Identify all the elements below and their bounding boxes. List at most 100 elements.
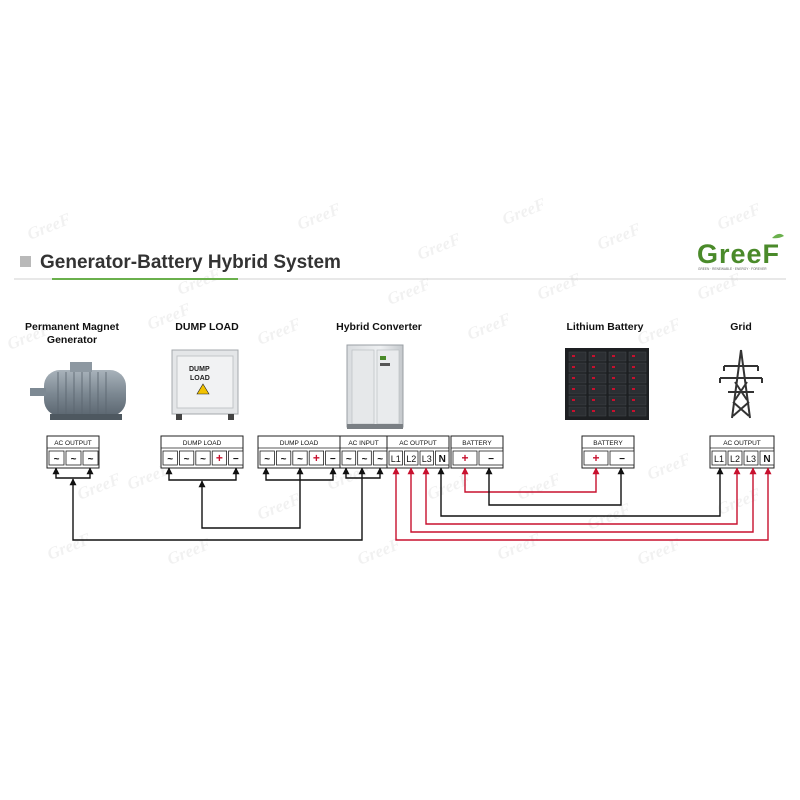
terminal-dump-load-0 xyxy=(162,450,178,466)
wire-dumpload-b xyxy=(198,467,304,529)
logo-tagline: GREEN · RENEWABLE · ENERGY · FOREVER xyxy=(698,267,767,271)
transmission-tower-icon xyxy=(719,349,763,419)
battery-module xyxy=(628,384,647,395)
terminal-label: + xyxy=(461,451,468,465)
battery-module xyxy=(568,351,587,362)
terminal-conv-ac-output-3 xyxy=(435,450,450,466)
logo-leaf-icon xyxy=(772,233,784,239)
page-title: Generator-Battery Hybrid System xyxy=(40,252,341,273)
terminal-conv-ac-output-2 xyxy=(419,450,434,466)
terminal-label: − xyxy=(488,454,494,465)
terminal-block-conv-ac-input: AC INPUT~~~ xyxy=(339,435,388,469)
dump-load-panel-text-2: LOAD xyxy=(190,375,210,382)
battery-module xyxy=(608,373,627,384)
terminal-block-gen-ac-output: AC OUTPUT~~~ xyxy=(46,435,100,469)
wiring xyxy=(52,467,772,541)
battery-module-led xyxy=(632,399,635,401)
wire-battery-positive xyxy=(461,467,600,493)
watermark-text: GreeF xyxy=(74,469,124,504)
terminal-block-label: DUMP LOAD xyxy=(280,440,319,447)
battery-module-led xyxy=(612,410,615,412)
wire-dumpload-a xyxy=(165,467,240,481)
battery-module xyxy=(608,362,627,373)
hybrid-converter-cabinet-icon xyxy=(346,344,404,429)
terminal-label: ~ xyxy=(54,454,60,465)
terminal-label: ~ xyxy=(88,454,94,465)
terminal-label: ~ xyxy=(362,454,368,465)
battery-module xyxy=(628,406,647,417)
terminal-dump-load-2 xyxy=(195,450,211,466)
terminal-gen-ac-output-2 xyxy=(82,450,99,466)
wire-ac-output-n xyxy=(437,467,724,517)
battery-module-led xyxy=(592,388,595,390)
terminal-grid-ac-output-1 xyxy=(727,450,743,466)
component-label-grid: Grid xyxy=(730,321,752,333)
battery-module xyxy=(588,373,607,384)
terminal-grid-ac-output-0 xyxy=(711,450,727,466)
terminal-grid-ac-output-3 xyxy=(759,450,775,466)
terminal-label: ~ xyxy=(297,454,303,465)
battery-module xyxy=(628,351,647,362)
component-label-converter: Hybrid Converter xyxy=(336,321,422,333)
terminal-label: L2 xyxy=(730,454,740,464)
component-label-dumpload: DUMP LOAD xyxy=(175,321,239,333)
watermark-text: GreeF xyxy=(464,309,514,344)
wire-ac-input xyxy=(342,467,384,479)
battery-module xyxy=(588,362,607,373)
battery-module xyxy=(588,384,607,395)
component-label-battery: Lithium Battery xyxy=(566,321,643,333)
terminal-block-label: DUMP LOAD xyxy=(183,440,222,447)
battery-module-led xyxy=(632,388,635,390)
terminal-dump-load-4 xyxy=(228,450,244,466)
dump-load-cabinet-icon: DUMP LOAD xyxy=(171,349,239,420)
terminal-label: L2 xyxy=(406,454,416,464)
battery-module-led xyxy=(592,399,595,401)
battery-module-led xyxy=(572,355,575,357)
terminal-conv-ac-input-0 xyxy=(341,450,357,466)
terminal-label: N xyxy=(439,454,446,465)
watermark-text: GreeF xyxy=(44,529,94,564)
battery-module xyxy=(608,351,627,362)
battery-module-led xyxy=(612,366,615,368)
battery-module xyxy=(588,351,607,362)
battery-module xyxy=(628,373,647,384)
header: Generator-Battery Hybrid System GreeF GR… xyxy=(14,233,786,280)
battery-module-led xyxy=(632,410,635,412)
terminal-conv-dump-load-2 xyxy=(292,450,308,466)
terminal-block-bat-battery: BATTERY+− xyxy=(581,435,635,469)
battery-module xyxy=(588,395,607,406)
terminal-label: ~ xyxy=(71,454,77,465)
battery-module-led xyxy=(612,399,615,401)
terminal-label: ~ xyxy=(346,454,352,465)
terminal-label: ~ xyxy=(377,454,383,465)
terminal-label: ~ xyxy=(281,454,287,465)
terminal-label: ~ xyxy=(184,454,190,465)
watermark-text: GreeF xyxy=(414,229,464,264)
terminal-conv-dump-load-1 xyxy=(275,450,292,466)
battery-module-led xyxy=(632,366,635,368)
component-label-generator: Permanent Magnet xyxy=(25,321,119,333)
battery-module-led xyxy=(572,388,575,390)
battery-module xyxy=(608,395,627,406)
terminal-conv-ac-input-1 xyxy=(357,450,372,466)
battery-module xyxy=(628,362,647,373)
battery-module xyxy=(588,406,607,417)
watermark-text: GreeF xyxy=(424,469,474,504)
logo-text: GreeF xyxy=(697,239,780,269)
terminal-block-dump-load: DUMP LOAD~~~+− xyxy=(160,435,244,469)
terminal-label: + xyxy=(592,451,599,465)
title-bullet-icon xyxy=(20,256,31,267)
terminal-conv-ac-output-0 xyxy=(388,450,403,466)
terminal-conv-battery-1 xyxy=(478,450,504,466)
wire-converter-dumpload xyxy=(262,467,337,481)
battery-module-led xyxy=(572,366,575,368)
watermark-text: GreeF xyxy=(514,469,564,504)
battery-module-led xyxy=(632,355,635,357)
watermark-text: GreeF xyxy=(634,534,684,569)
terminal-conv-dump-load-0 xyxy=(259,450,275,466)
terminal-gen-ac-output-0 xyxy=(48,450,65,466)
terminal-dump-load-1 xyxy=(178,450,195,466)
terminal-label: ~ xyxy=(200,454,206,465)
